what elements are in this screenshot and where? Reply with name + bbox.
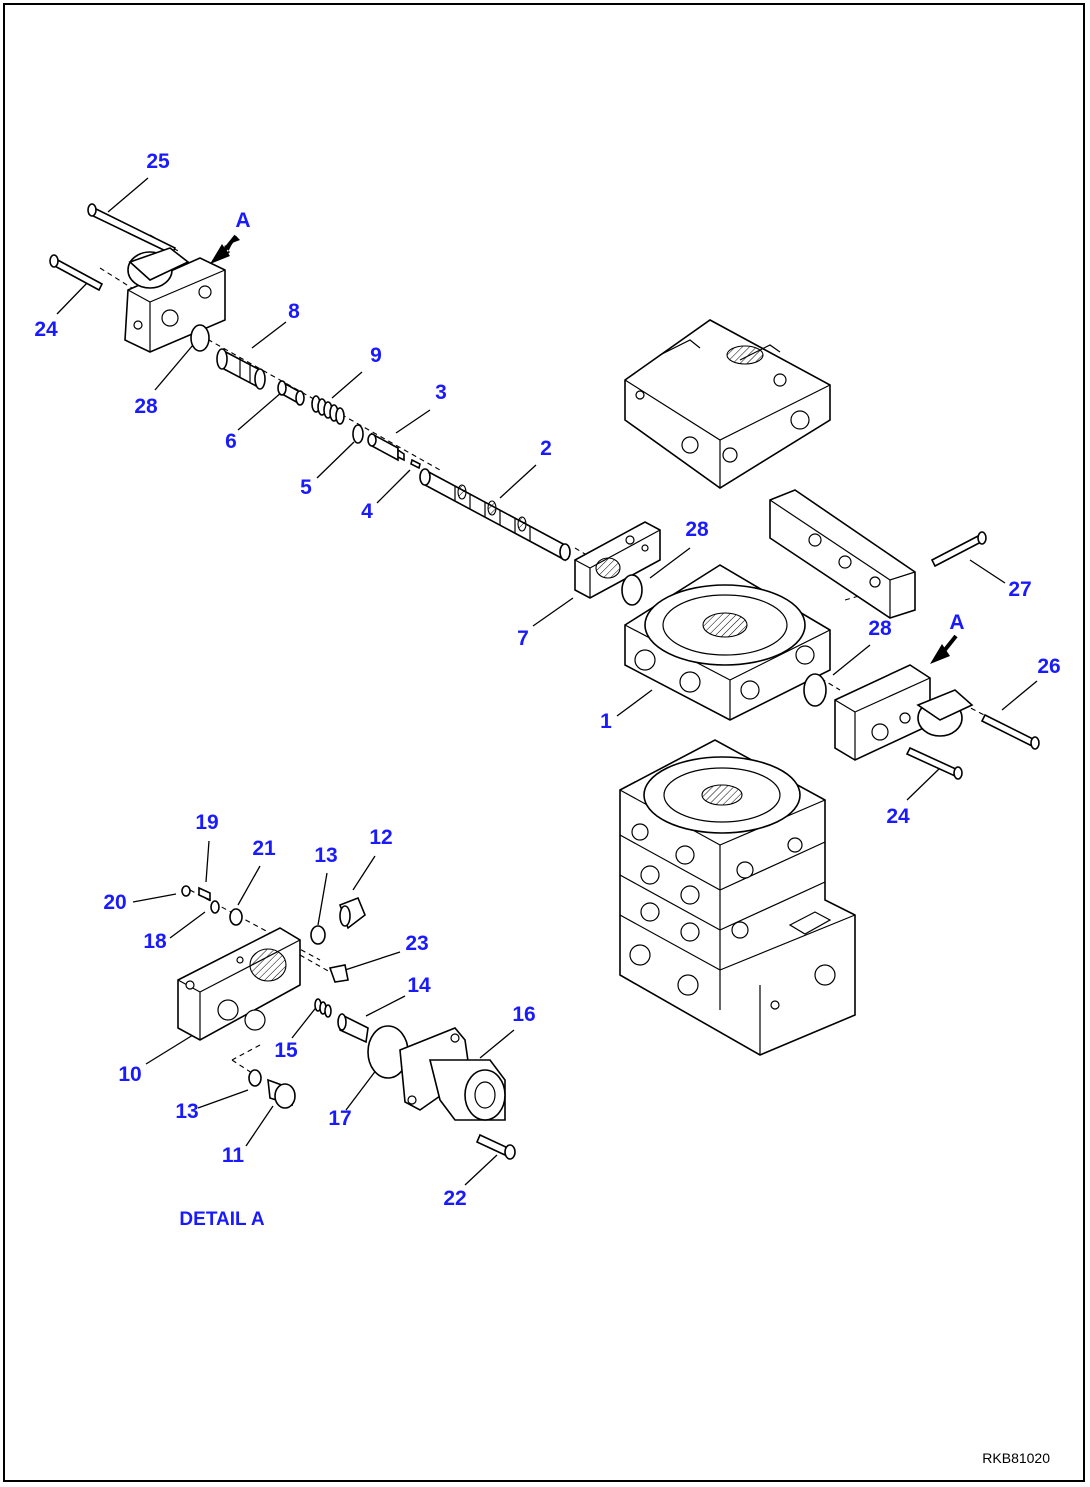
label-14: 14 — [407, 974, 431, 997]
part-27-bolt — [930, 531, 987, 568]
part-15-spring — [314, 998, 332, 1018]
part-3-piston — [367, 432, 405, 462]
label-1: 1 — [600, 710, 612, 733]
label-28-upper: 28 — [134, 395, 158, 418]
drawing-code: RKB81020 — [982, 1450, 1050, 1466]
part-10-valve-body — [177, 927, 301, 1041]
view-arrow-a-upper — [210, 234, 240, 264]
label-26: 26 — [1037, 655, 1060, 678]
detail-a-parts — [177, 885, 516, 1160]
view-marker-a-lower: A — [949, 611, 964, 634]
label-24-lower: 24 — [886, 805, 910, 828]
part-25-bolt — [87, 203, 177, 256]
label-27: 27 — [1008, 578, 1031, 601]
label-12: 12 — [369, 826, 392, 849]
label-7: 7 — [517, 627, 529, 650]
part-labels: 25 24 8 28 6 9 3 5 4 2 7 28 1 27 28 26 2… — [34, 150, 1060, 1466]
part-23-plug — [328, 964, 349, 983]
part-6-retainer — [277, 380, 305, 406]
part-28-o-ring-right — [803, 673, 827, 707]
part-28-o-ring-upper — [190, 324, 210, 352]
part-13-o-ring-lower — [248, 1069, 262, 1087]
part-7-plate — [574, 521, 661, 599]
label-6: 6 — [225, 430, 237, 453]
label-21: 21 — [252, 837, 276, 860]
label-25: 25 — [146, 150, 170, 173]
label-17: 17 — [328, 1107, 351, 1130]
label-11: 11 — [222, 1144, 245, 1167]
label-20: 20 — [103, 891, 126, 914]
label-18: 18 — [143, 930, 167, 953]
part-18-o-ring — [210, 900, 220, 914]
part-1-valve-body — [624, 564, 831, 721]
part-14-plunger — [337, 1013, 369, 1044]
view-marker-a-upper: A — [235, 209, 250, 232]
label-10: 10 — [118, 1063, 141, 1086]
valve-section-top — [624, 319, 831, 489]
label-24-upper: 24 — [34, 318, 58, 341]
label-19: 19 — [195, 811, 218, 834]
stacked-valve-block — [619, 739, 856, 1056]
label-9: 9 — [370, 344, 382, 367]
leader-lines — [56, 177, 1038, 1186]
part-2-spool — [419, 468, 571, 562]
label-8: 8 — [288, 300, 300, 323]
solenoid-valve-assembly-left — [124, 247, 226, 353]
label-28-middle: 28 — [685, 518, 709, 541]
part-13-o-ring-upper — [310, 925, 326, 945]
part-9-spring — [311, 395, 345, 425]
label-28-right: 28 — [868, 617, 892, 640]
part-5-washer — [352, 424, 364, 444]
part-26-bolt — [980, 713, 1040, 750]
label-3: 3 — [435, 381, 447, 404]
part-28-o-ring-middle — [621, 574, 643, 606]
label-4: 4 — [361, 500, 373, 523]
part-16-solenoid — [399, 1027, 506, 1121]
solenoid-valve-assembly-right — [834, 664, 974, 761]
part-8-sleeve — [216, 348, 266, 390]
label-5: 5 — [300, 476, 312, 499]
part-24-bolt-lower — [905, 746, 963, 780]
part-19-orifice — [198, 886, 211, 902]
part-4-pin — [410, 458, 421, 470]
drawing-frame — [3, 3, 1085, 1482]
label-2: 2 — [540, 437, 552, 460]
part-12-plug — [338, 896, 366, 930]
part-22-bolt — [475, 1133, 516, 1160]
view-arrow-a-lower — [930, 634, 958, 664]
label-15: 15 — [274, 1039, 298, 1062]
detail-a-caption: DETAIL A — [179, 1209, 264, 1230]
part-21-o-ring — [229, 908, 243, 926]
part-24-bolt-upper — [49, 254, 104, 292]
label-16: 16 — [512, 1003, 535, 1026]
label-13-lower: 13 — [175, 1100, 198, 1123]
part-27-bracket-block — [769, 489, 916, 619]
label-23: 23 — [405, 932, 428, 955]
part-11-plug — [267, 1078, 296, 1109]
label-22: 22 — [443, 1187, 466, 1210]
part-20-plug — [181, 885, 191, 897]
label-13-upper: 13 — [314, 844, 337, 867]
